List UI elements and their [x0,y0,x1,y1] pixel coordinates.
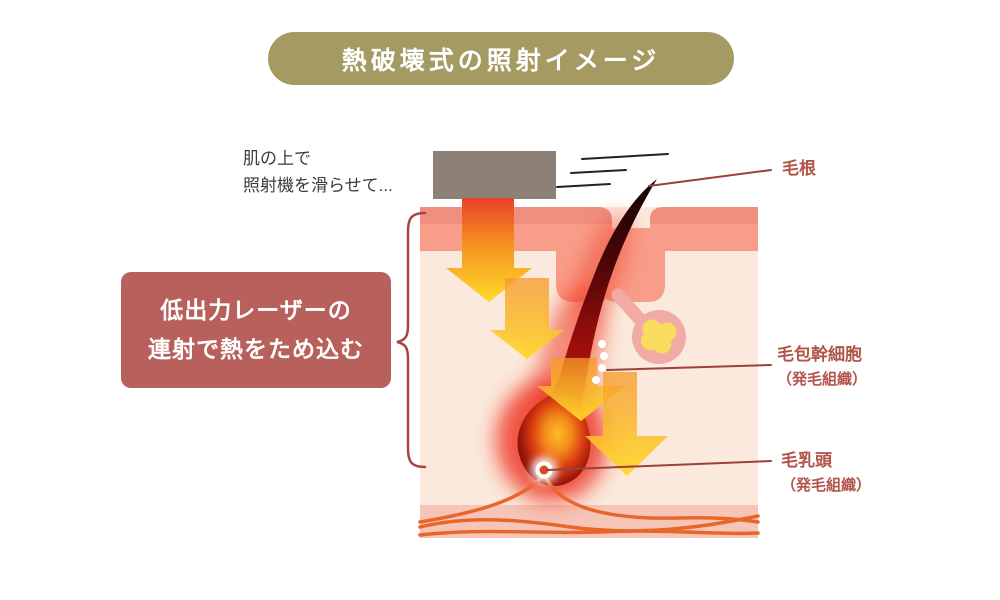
mechanism-box: 低出力レーザーの 連射で熱をため込む [121,272,391,388]
stem-cells-subtext: （発毛組織） [777,371,868,388]
dermal-papilla [531,457,557,483]
brace [396,211,427,469]
sebaceous-gland [611,288,686,364]
laser-pulse-arrows [446,198,668,476]
device-note-line1: 肌の上で [243,149,311,168]
laser-arrow-4 [585,372,668,476]
motion-speed-lines [556,153,669,188]
laser-arrow-1 [446,198,532,302]
label-papilla: 毛乳頭 （発毛組織） [781,450,871,496]
epidermis-right [600,207,758,302]
stem-cells-text: 毛包幹細胞 [777,345,862,364]
blood-vessels [418,474,760,537]
mechanism-line1: 低出力レーザーの [160,297,352,323]
papilla-subtext: （発毛組織） [781,477,872,494]
epidermis-right-top-band [650,207,758,224]
title-text: 熱破壊式の照射イメージ [341,46,661,75]
label-stem-cells: 毛包幹細胞 （発毛組織） [777,344,867,390]
hair-root-pointer-line [648,169,772,187]
papilla-pointer-line [546,460,772,471]
stem-cells-pointer-line [606,364,772,371]
device-note: 肌の上で 照射機を滑らせて... [243,145,393,199]
papilla-text: 毛乳頭 [781,451,832,470]
epidermis-left-top-band [420,207,612,224]
device-note-line2: 照射機を滑らせて... [243,176,393,195]
stem-cell-dots [592,340,608,384]
title-badge: 熱破壊式の照射イメージ [268,32,734,85]
laser-arrow-2 [490,278,564,359]
laser-device [433,151,556,199]
hair-root-text: 毛根 [782,159,816,178]
label-hair-root: 毛根 [782,158,816,180]
laser-arrow-3 [537,358,625,421]
pointer-lines [546,169,772,471]
mechanism-line2: 連射で熱をため込む [148,336,364,362]
